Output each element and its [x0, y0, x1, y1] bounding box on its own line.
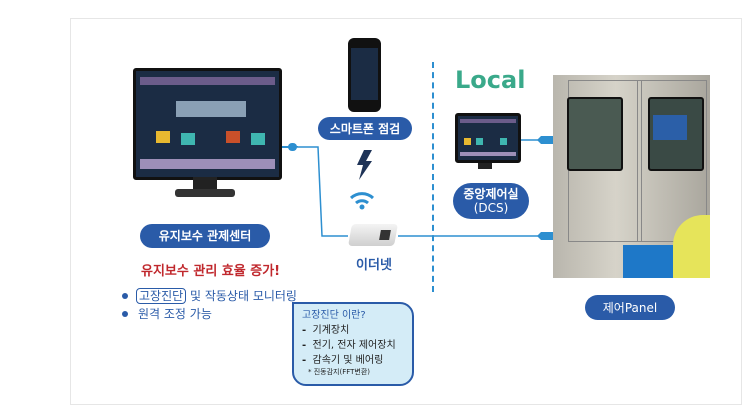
dcs-monitor-stand: [478, 163, 492, 169]
benefit-item: 원격 조정 가능: [138, 307, 212, 321]
benefit-text: 및 작동상태 모니터링: [186, 289, 297, 303]
wifi-icon: [349, 192, 375, 210]
monitor-stand: [193, 177, 217, 189]
local-title: Local: [455, 66, 526, 94]
router-icon: [348, 224, 398, 246]
callout-item: - 기계장치: [302, 325, 350, 336]
bullet-icon: [122, 293, 128, 299]
lightning-icon: [357, 150, 372, 180]
center-label: 유지보수 관제센터: [140, 224, 270, 248]
connector-dot: [288, 143, 297, 151]
ethernet-label: 이더넷: [356, 258, 392, 273]
callout-item: - 감속기 및 베어링: [302, 355, 384, 366]
callout-title: 고장진단 이란?: [302, 310, 366, 321]
dcs-label-line1: 중앙제어실: [463, 187, 519, 201]
bullet-icon: [122, 311, 128, 317]
callout-item: - 전기, 전자 제어장치: [302, 340, 396, 351]
dcs-label: 중앙제어실(DCS): [453, 183, 529, 219]
diagnosis-callout: 고장진단 이란? - 기계장치 - 전기, 전자 제어장치 - 감속기 및 베어…: [292, 302, 414, 386]
callout-note: * 진동감지(FFT변환): [308, 368, 371, 376]
panel-label: 제어Panel: [585, 295, 675, 320]
local-divider: [432, 62, 434, 292]
control-panel-photo: [553, 75, 710, 278]
smartphone: [348, 38, 381, 112]
dcs-label-line2: (DCS): [473, 201, 509, 215]
monitoring-center-monitor: [133, 68, 282, 180]
dcs-monitor: [455, 113, 521, 163]
monitor-base: [175, 189, 235, 197]
benefit-highlight: 고장진단: [136, 288, 187, 304]
benefits-headline: 유지보수 관리 효율 증가!: [141, 264, 281, 279]
smartphone-label: 스마트폰 점검: [318, 117, 412, 140]
benefit-item: 고장진단 및 작동상태 모니터링: [136, 287, 297, 304]
